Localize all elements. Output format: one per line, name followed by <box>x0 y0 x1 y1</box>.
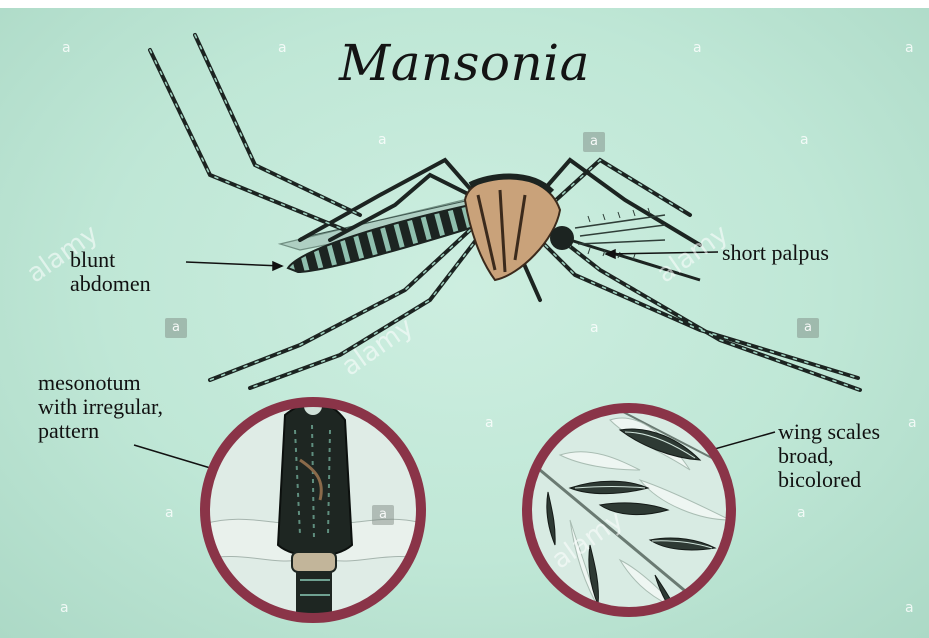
wing-scales-inset <box>527 400 735 620</box>
watermark-letter: a <box>378 132 387 148</box>
watermark-letter: a <box>60 600 69 616</box>
watermark-letter: a <box>800 132 809 148</box>
watermark-letter: a <box>905 600 914 616</box>
thorax <box>465 176 560 280</box>
watermark-letter: a <box>797 505 806 521</box>
watermark-letter: a <box>165 505 174 521</box>
watermark-letter: a <box>485 415 494 431</box>
label-wing-scales: wing scales broad, bicolored <box>778 420 880 492</box>
watermark-logo: a <box>797 318 819 338</box>
page-title: Mansonia <box>0 34 929 92</box>
watermark-logo: a <box>165 318 187 338</box>
watermark-logo: a <box>583 132 605 152</box>
watermark-letter: a <box>908 415 917 431</box>
watermark-letter: a <box>278 40 287 56</box>
watermark-letter: a <box>590 320 599 336</box>
watermark-logo: a <box>372 505 394 525</box>
label-mesonotum: mesonotum with irregular, pattern <box>38 371 163 443</box>
mesonotum-inset <box>200 396 430 622</box>
watermark-letter: a <box>62 40 71 56</box>
watermark-letter: a <box>905 40 914 56</box>
label-short-palpus: short palpus <box>722 241 829 265</box>
watermark-letter: a <box>693 40 702 56</box>
